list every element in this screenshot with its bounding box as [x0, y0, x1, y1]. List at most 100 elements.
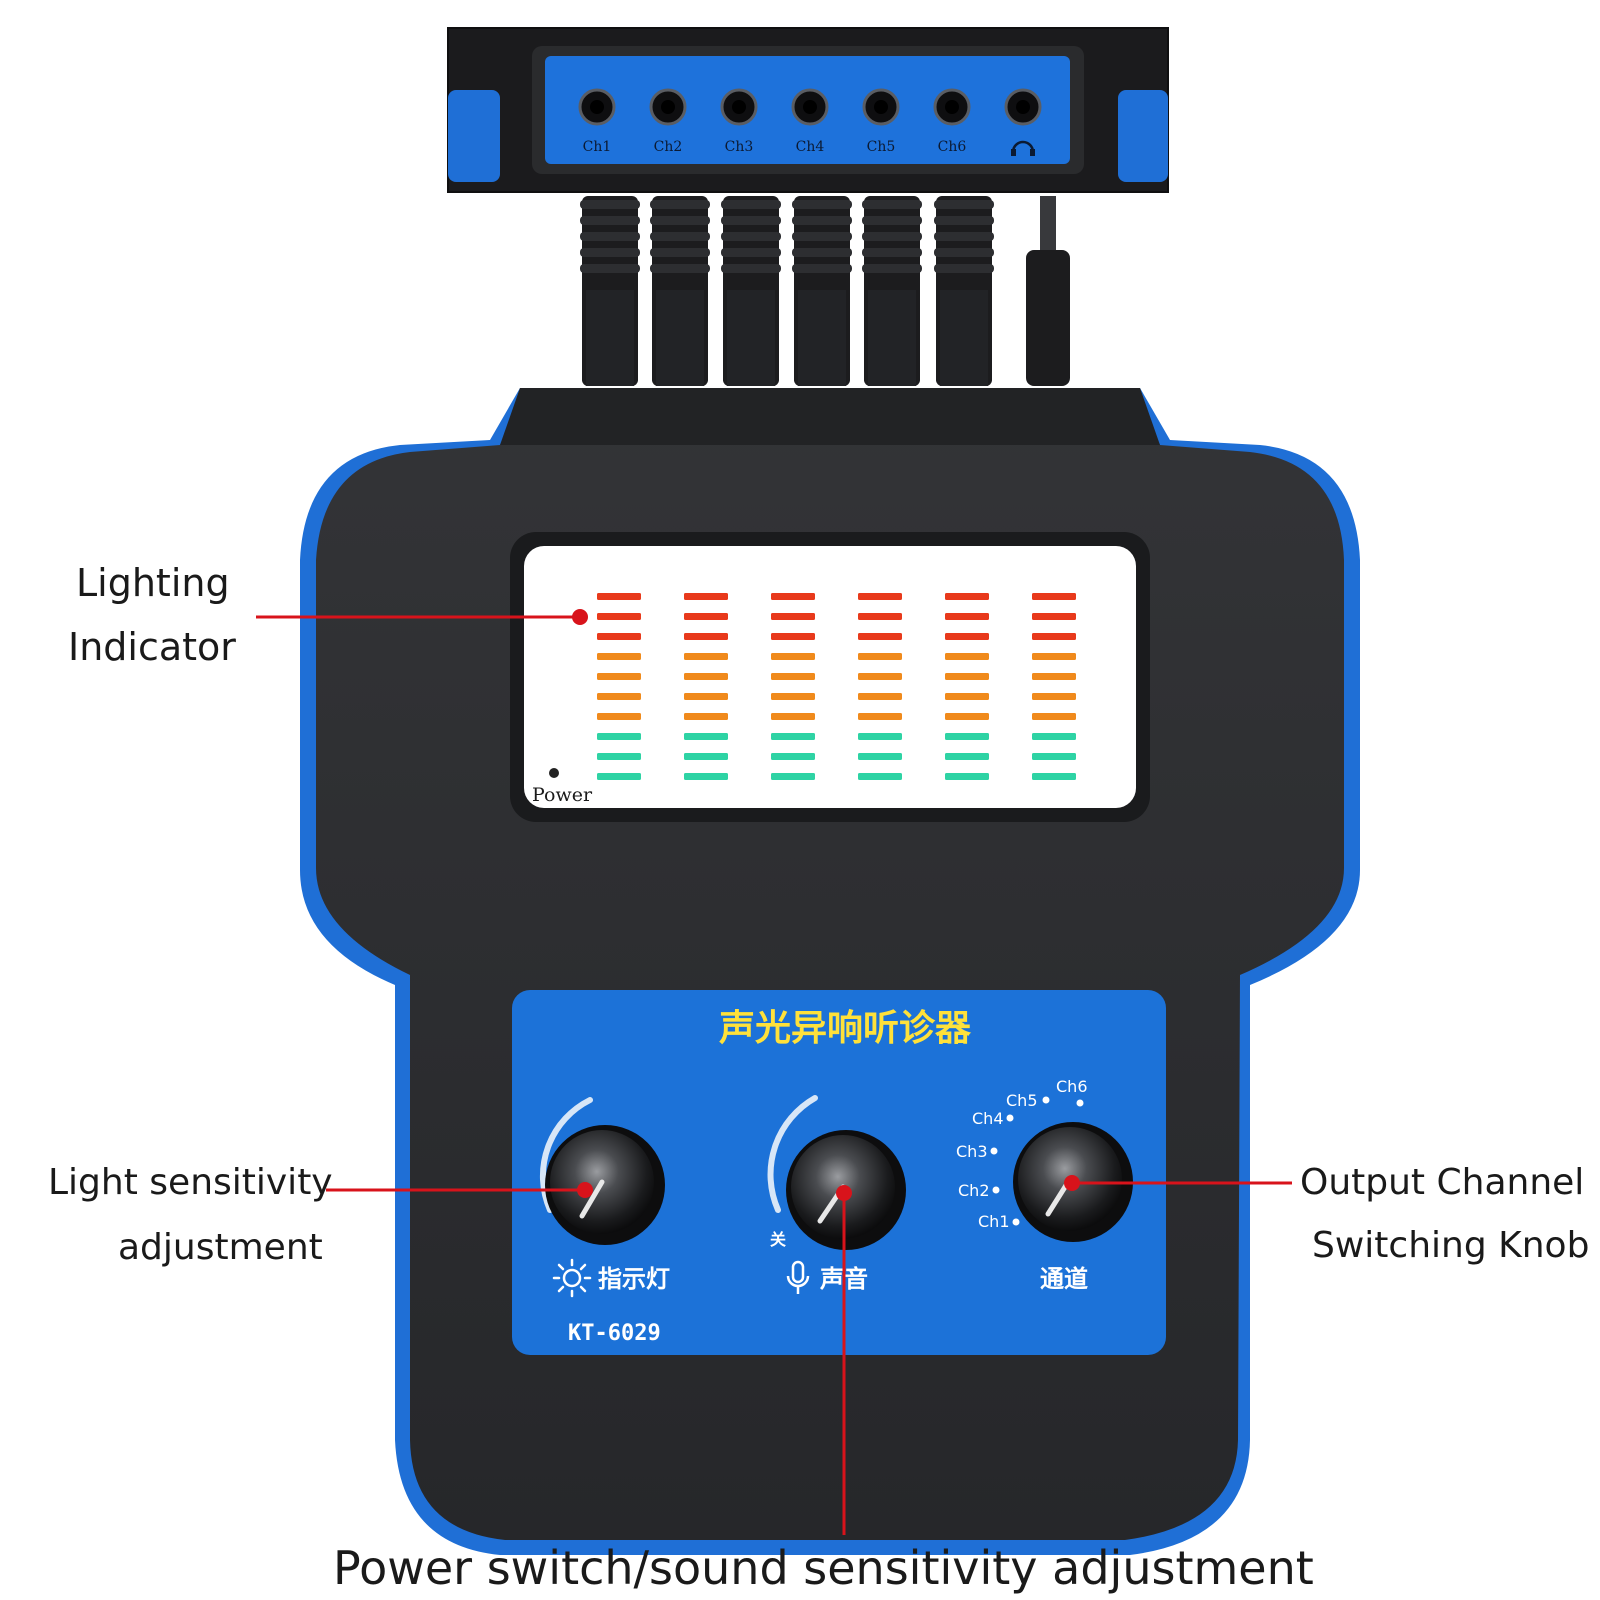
channel-mark: Ch2: [958, 1181, 990, 1200]
led-segment: [684, 773, 728, 780]
led-segment: [1032, 693, 1076, 700]
jack-ch1[interactable]: [578, 88, 616, 126]
led-segment: [858, 753, 902, 760]
led-column-4: [858, 593, 902, 780]
led-segment: [858, 773, 902, 780]
led-segment: [771, 773, 815, 780]
led-segment: [1032, 773, 1076, 780]
jack-headphone[interactable]: [1004, 88, 1042, 126]
model-label: KT-6029: [568, 1321, 661, 1346]
jack-ch6[interactable]: [933, 88, 971, 126]
led-segment: [858, 613, 902, 620]
led-segment: [858, 633, 902, 640]
panel-title: 声光异响听诊器: [719, 1008, 972, 1049]
led-segment: [1032, 653, 1076, 660]
channel-mark: Ch5: [1006, 1091, 1038, 1110]
cable-5: [862, 196, 922, 386]
led-segment: [858, 673, 902, 680]
microphone-icon: [786, 1260, 810, 1294]
channel-mark: Ch1: [978, 1212, 1010, 1231]
cable-bundle: [580, 196, 1070, 386]
led-segment: [684, 593, 728, 600]
led-segment: [684, 613, 728, 620]
jack-ch4[interactable]: [791, 88, 829, 126]
jack-ch3[interactable]: [720, 88, 758, 126]
led-segment: [684, 713, 728, 720]
cable-6: [934, 196, 994, 386]
callout-lighting-line2: Indicator: [68, 625, 236, 669]
led-segment: [684, 653, 728, 660]
jack-label: Ch2: [654, 139, 683, 155]
led-segment: [771, 713, 815, 720]
led-segment: [858, 713, 902, 720]
led-segment: [597, 773, 641, 780]
led-segment: [684, 693, 728, 700]
led-segment: [858, 653, 902, 660]
led-segment: [945, 713, 989, 720]
led-segment: [1032, 593, 1076, 600]
led-column-6: [1032, 593, 1076, 780]
led-segment: [597, 673, 641, 680]
led-segment: [945, 693, 989, 700]
light-knob-label: 指示灯: [598, 1265, 670, 1293]
cable-3: [721, 196, 781, 386]
callout-lighting-line1: Lighting: [76, 561, 230, 605]
led-segment: [597, 633, 641, 640]
led-segment: [771, 693, 815, 700]
jack-label: Ch3: [725, 139, 754, 155]
cable-2: [650, 196, 710, 386]
led-segment: [1032, 753, 1076, 760]
jack-ch2[interactable]: [649, 88, 687, 126]
led-segment: [945, 753, 989, 760]
led-segment: [945, 673, 989, 680]
jack-ch5[interactable]: [862, 88, 900, 126]
led-segment: [597, 693, 641, 700]
callout-power-switch: Power switch/sound sensitivity adjustmen…: [333, 1541, 1314, 1595]
led-segment: [597, 593, 641, 600]
jack-label: Ch5: [867, 139, 896, 155]
led-segment: [771, 613, 815, 620]
led-segment: [597, 653, 641, 660]
led-segment: [858, 733, 902, 740]
sound-off-label: 关: [770, 1230, 786, 1249]
channel-knob-label: 通道: [1040, 1265, 1088, 1293]
headphone-icon: [1011, 140, 1035, 156]
cable-1: [580, 196, 640, 386]
led-segment: [597, 613, 641, 620]
cable-headphone: [1026, 196, 1070, 386]
channel-mark: Ch3: [956, 1142, 988, 1161]
led-column-3: [771, 593, 815, 780]
led-column-2: [684, 593, 728, 780]
cable-4: [792, 196, 852, 386]
channel-mark: Ch6: [1056, 1077, 1088, 1096]
led-segment: [945, 613, 989, 620]
jack-label: Ch1: [583, 139, 612, 155]
power-led: [549, 768, 559, 778]
led-segment: [597, 753, 641, 760]
led-segment: [771, 753, 815, 760]
led-segment: [684, 733, 728, 740]
led-segment: [684, 753, 728, 760]
led-segment: [1032, 633, 1076, 640]
led-segment: [945, 633, 989, 640]
led-segment: [1032, 733, 1076, 740]
led-column-1: [597, 593, 641, 780]
led-segment: [597, 713, 641, 720]
callout-light-sensitivity-line2: adjustment: [118, 1227, 323, 1268]
led-segment: [771, 593, 815, 600]
led-segment: [771, 733, 815, 740]
callout-output-channel-line2: Switching Knob: [1312, 1225, 1590, 1266]
led-segment: [1032, 713, 1076, 720]
led-segment: [771, 633, 815, 640]
device-body: Power: [300, 388, 1360, 1555]
jack-label: Ch6: [938, 139, 967, 155]
led-segment: [945, 733, 989, 740]
led-segment: [1032, 613, 1076, 620]
light-sensitivity-knob[interactable]: [545, 1125, 665, 1245]
led-segment: [771, 673, 815, 680]
led-segment: [945, 593, 989, 600]
